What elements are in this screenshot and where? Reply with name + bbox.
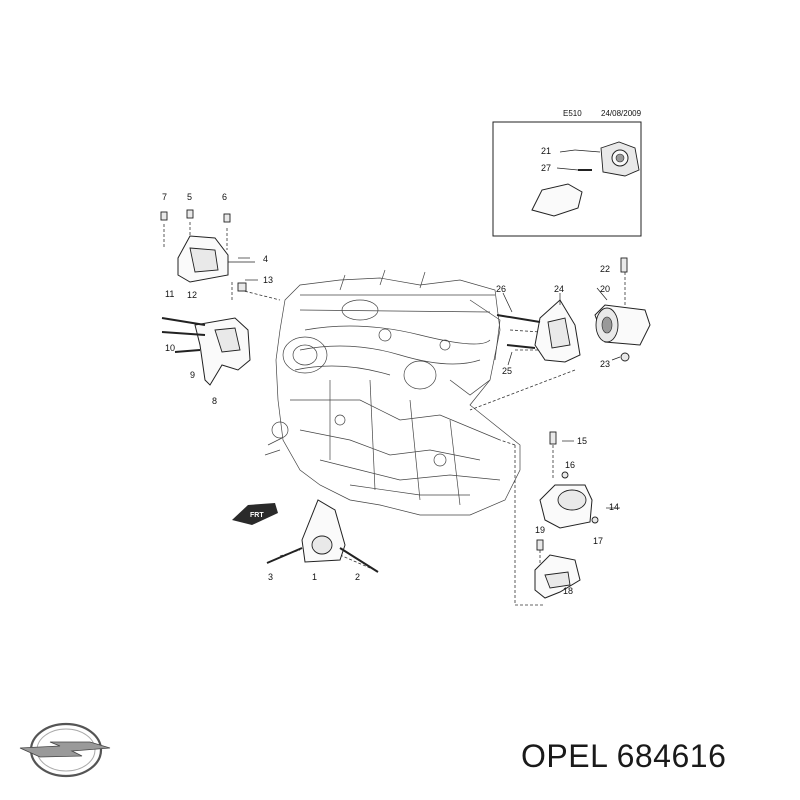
callout-15: 15 [577, 436, 587, 446]
bolts-5-6-7 [160, 209, 231, 223]
engine-assembly [264, 269, 521, 516]
callout-12: 12 [187, 290, 197, 300]
callout-2: 2 [355, 572, 360, 582]
bracket-part-18 [534, 539, 581, 599]
callout-13: 13 [263, 275, 273, 285]
callout-27: 27 [541, 163, 551, 173]
bracket-part-8 [161, 282, 251, 386]
callout-7: 7 [162, 192, 167, 202]
callout-21: 21 [541, 146, 551, 156]
mount-part-1 [266, 499, 379, 573]
mount-part-4 [177, 235, 255, 283]
front-direction-arrow: FRT [232, 503, 278, 525]
callout-10: 10 [165, 343, 175, 353]
callout-8: 8 [212, 396, 217, 406]
callout-22: 22 [600, 264, 610, 274]
callout-1: 1 [312, 572, 317, 582]
frt-label: FRT [250, 512, 264, 519]
callout-26: 26 [496, 284, 506, 294]
callout-labels: 1 2 3 4 5 6 7 8 9 10 11 12 13 14 15 16 1… [162, 146, 619, 596]
inset-detail-box [492, 121, 642, 237]
callout-4: 4 [263, 254, 268, 264]
guide-lines [163, 222, 626, 606]
callout-16: 16 [565, 460, 575, 470]
callout-25: 25 [502, 366, 512, 376]
callout-5: 5 [187, 192, 192, 202]
callout-19: 19 [535, 525, 545, 535]
callout-3: 3 [268, 572, 273, 582]
callout-18: 18 [563, 586, 573, 596]
callout-24: 24 [554, 284, 564, 294]
mount-part-24 [496, 299, 581, 363]
callout-9: 9 [190, 370, 195, 380]
callout-6: 6 [222, 192, 227, 202]
mount-part-14 [539, 431, 599, 529]
brand-part-number: OPEL 684616 [521, 738, 727, 774]
diagram-code: E510 [563, 109, 582, 118]
opel-blitz-logo-icon [19, 722, 111, 778]
callout-17: 17 [593, 536, 603, 546]
leader-lines [238, 257, 621, 509]
callout-14: 14 [609, 502, 619, 512]
callout-20: 20 [600, 284, 610, 294]
mount-part-20 [594, 257, 651, 362]
callout-23: 23 [600, 359, 610, 369]
callout-11: 11 [165, 289, 174, 299]
diagram-date: 24/08/2009 [601, 109, 642, 118]
